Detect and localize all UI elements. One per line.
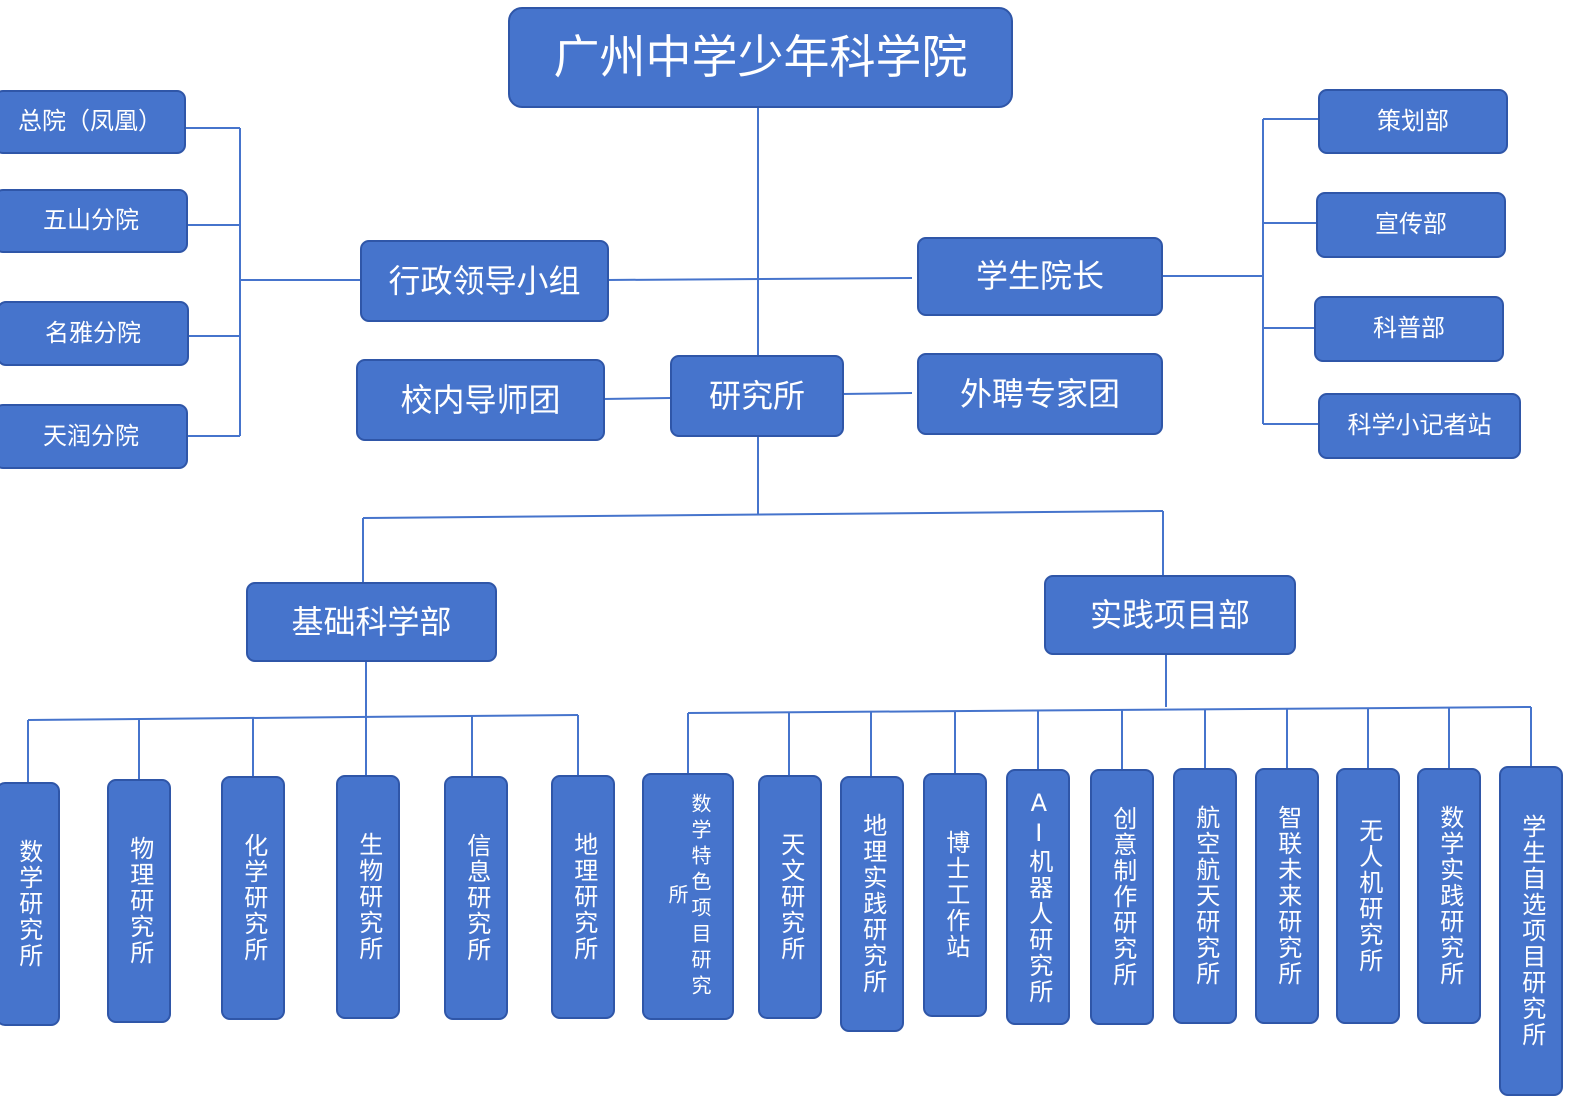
- basic-science-node: 基础科学部: [246, 582, 497, 662]
- institute-label: 智联未来研究所: [1273, 805, 1302, 987]
- department-label: 策划部: [1377, 106, 1449, 135]
- basic-institute-node: 数学研究所: [0, 782, 60, 1026]
- practice-institute-node: 无人机研究所: [1336, 768, 1400, 1024]
- practice-institute-node: 智联未来研究所: [1255, 768, 1319, 1024]
- basic-institute-node: 化学研究所: [221, 776, 285, 1020]
- institute-label: 生物研究所: [354, 832, 383, 962]
- department-label: 宣传部: [1375, 210, 1447, 239]
- institute-label: 物理研究所: [125, 836, 154, 966]
- campus-node: 五山分院: [0, 189, 188, 253]
- external-experts-label: 外聘专家团: [959, 374, 1120, 413]
- practice-projects-node: 实践项目部: [1044, 575, 1296, 655]
- campus-label: 总院（凤凰）: [18, 107, 162, 136]
- internal-mentors-node: 校内导师团: [356, 359, 605, 441]
- student-dean-label: 学生院长: [975, 257, 1104, 296]
- institute-label: 创意制作研究所: [1108, 806, 1137, 988]
- department-node: 策划部: [1318, 89, 1508, 154]
- institute-label: 数学实践研究所: [1435, 805, 1464, 987]
- basic-institute-node: 地理研究所: [551, 775, 615, 1019]
- basic-institute-node: 物理研究所: [107, 779, 171, 1023]
- campus-label: 五山分院: [43, 206, 139, 235]
- campus-label: 天润分院: [43, 421, 139, 450]
- internal-mentors-label: 校内导师团: [400, 380, 561, 419]
- practice-institute-node: 数学实践研究所: [1417, 768, 1481, 1024]
- department-node: 科学小记者站: [1318, 393, 1521, 459]
- practice-institute-node: 创意制作研究所: [1090, 769, 1154, 1025]
- basic-institute-node: 生物研究所: [336, 775, 400, 1019]
- institute-label: 化学研究所: [239, 833, 268, 963]
- institute-label: 数学研究所: [14, 839, 43, 969]
- institute-label: 信息研究所: [462, 833, 491, 963]
- external-experts-node: 外聘专家团: [917, 353, 1163, 435]
- department-label: 科学小记者站: [1347, 411, 1492, 440]
- department-label: 科普部: [1373, 314, 1445, 343]
- admin-group-label: 行政领导小组: [388, 261, 581, 300]
- practice-institute-node: AI机器人研究所: [1006, 769, 1070, 1025]
- student-dean-node: 学生院长: [917, 237, 1163, 316]
- basic-institute-node: 信息研究所: [444, 776, 508, 1020]
- institute-label: AI机器人研究所: [1024, 789, 1053, 1005]
- institute-label: 无人机研究所: [1354, 818, 1383, 974]
- research-institute-node: 研究所: [670, 355, 844, 437]
- campus-node: 总院（凤凰）: [0, 90, 186, 154]
- department-node: 宣传部: [1316, 192, 1506, 258]
- practice-institute-node: 航空航天研究所: [1173, 768, 1237, 1024]
- admin-group-node: 行政领导小组: [360, 240, 609, 322]
- practice-institute-node: 地理实践研究所: [840, 776, 904, 1032]
- institute-label: 学生自选项目研究所: [1517, 814, 1546, 1048]
- institute-label: 博士工作站: [941, 830, 970, 960]
- campus-node: 名雅分院: [0, 301, 189, 366]
- institute-label: 地理实践研究所: [858, 813, 887, 995]
- institute-label: 天文研究所: [776, 832, 805, 962]
- root-node: 广州中学少年科学院: [508, 7, 1013, 108]
- department-node: 科普部: [1314, 296, 1504, 362]
- institute-label: 地理研究所: [569, 832, 598, 962]
- campus-node: 天润分院: [0, 404, 188, 469]
- practice-institute-node: 博士工作站: [923, 773, 987, 1017]
- basic-science-label: 基础科学部: [291, 602, 452, 641]
- practice-institute-node: 数学特色项目研究所: [642, 773, 734, 1020]
- institute-label: 数学特色项目研究所: [665, 792, 712, 1001]
- practice-institute-node: 学生自选项目研究所: [1499, 766, 1563, 1096]
- campus-label: 名雅分院: [45, 318, 141, 347]
- root-label: 广州中学少年科学院: [553, 30, 968, 85]
- practice-projects-label: 实践项目部: [1089, 595, 1250, 634]
- research-institute-label: 研究所: [708, 376, 805, 415]
- practice-institute-node: 天文研究所: [758, 775, 822, 1019]
- institute-label: 航空航天研究所: [1191, 805, 1220, 987]
